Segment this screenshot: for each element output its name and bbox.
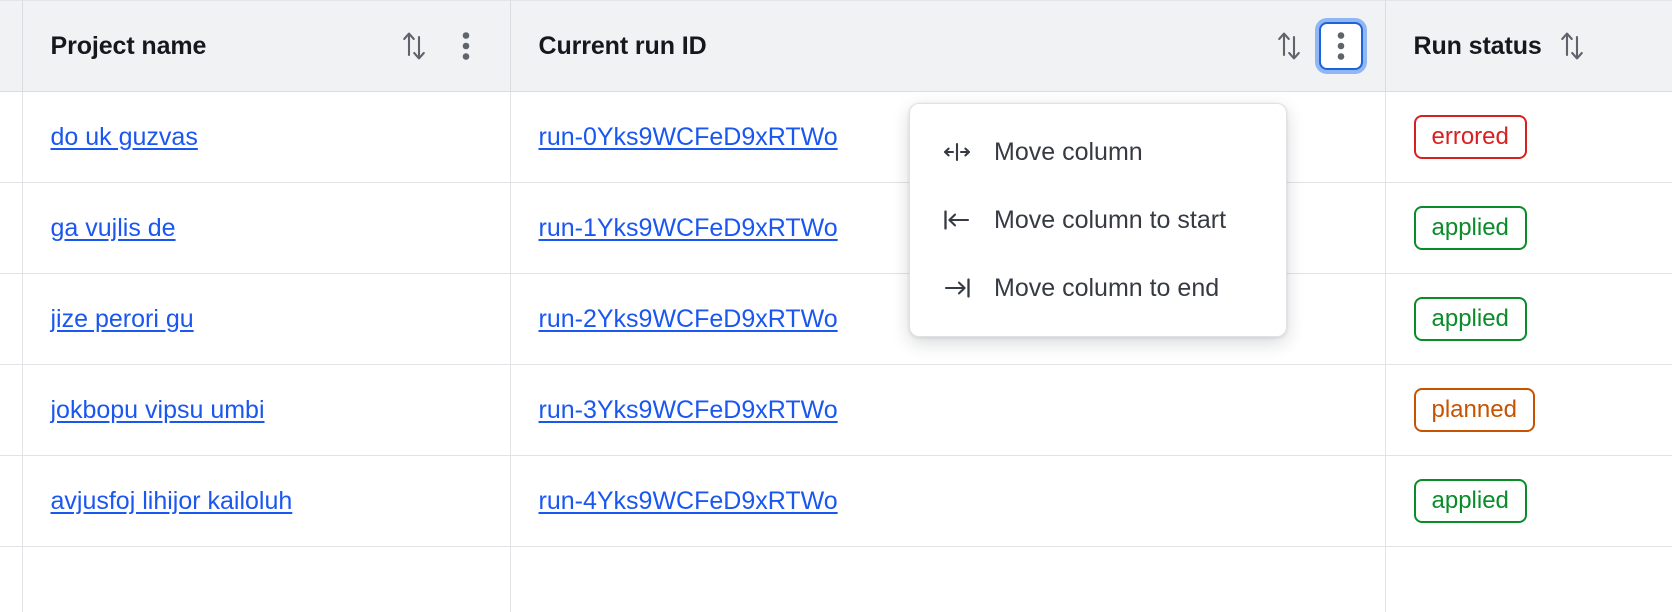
- project-name-link[interactable]: jize perori gu: [50, 304, 194, 333]
- table-row: jize perori gu run-2Yks9WCFeD9xRTWo appl…: [0, 273, 1672, 365]
- menu-item-label: Move column to end: [994, 273, 1220, 302]
- column-context-menu: Move column Move column to start Mov: [909, 103, 1287, 337]
- column-header-run-status[interactable]: Run status: [1385, 0, 1672, 92]
- table-row: jokbopu vipsu umbi run-3Yks9WCFeD9xRTWo …: [0, 364, 1672, 456]
- project-name-cell: ga vujlis de: [22, 182, 511, 274]
- run-status-cell: applied: [1385, 455, 1672, 547]
- run-status-cell: applied: [1385, 182, 1672, 274]
- table-row-partial: [0, 546, 1672, 612]
- sort-updown-icon: [402, 32, 425, 60]
- table-body: do uk guzvas run-0Yks9WCFeD9xRTWo errore…: [0, 91, 1672, 612]
- project-name-cell: avjusfoj lihijor kailoluh: [22, 455, 511, 547]
- row-gutter-cell: [0, 91, 23, 183]
- move-to-start-icon: [942, 205, 972, 235]
- column-header-label-project-name: Project name: [50, 31, 207, 60]
- table-header: Project name: [0, 0, 1672, 92]
- row-gutter-cell: [0, 273, 23, 365]
- column-header-label-run-status: Run status: [1413, 31, 1542, 60]
- row-gutter-cell: [0, 546, 23, 612]
- table-row: avjusfoj lihijor kailoluh run-4Yks9WCFeD…: [0, 455, 1672, 547]
- sort-updown-icon-run-status[interactable]: [1552, 24, 1592, 68]
- sort-updown-icon-current-run-id[interactable]: [1269, 24, 1309, 68]
- run-status-cell: errored: [1385, 91, 1672, 183]
- column-menu-button-project-name[interactable]: [444, 22, 488, 70]
- sort-updown-icon: [1560, 32, 1583, 60]
- project-name-link[interactable]: do uk guzvas: [50, 122, 198, 151]
- project-name-link[interactable]: avjusfoj lihijor kailoluh: [50, 486, 293, 515]
- project-name-link[interactable]: ga vujlis de: [50, 213, 176, 242]
- status-badge: applied: [1413, 206, 1527, 250]
- move-column-horizontal-icon: [942, 137, 972, 167]
- row-gutter-cell: [0, 364, 23, 456]
- menu-item-label: Move column to start: [994, 205, 1227, 234]
- run-id-cell: run-3Yks9WCFeD9xRTWo: [510, 364, 1386, 456]
- row-gutter-header: [0, 0, 23, 92]
- run-id-link[interactable]: run-0Yks9WCFeD9xRTWo: [538, 122, 838, 151]
- column-header-project-name[interactable]: Project name: [22, 0, 511, 92]
- kebab-vertical-icon: [462, 32, 469, 60]
- column-header-label-current-run-id: Current run ID: [538, 31, 707, 60]
- project-name-cell: [22, 546, 511, 612]
- status-badge: applied: [1413, 479, 1527, 523]
- menu-item-move-column-to-start[interactable]: Move column to start: [910, 186, 1286, 254]
- move-to-end-icon: [942, 273, 972, 303]
- run-status-cell: applied: [1385, 273, 1672, 365]
- project-name-link[interactable]: jokbopu vipsu umbi: [50, 395, 265, 424]
- sort-updown-icon: [1277, 32, 1300, 60]
- run-id-link[interactable]: run-4Yks9WCFeD9xRTWo: [538, 486, 838, 515]
- kebab-vertical-icon: [1337, 32, 1344, 60]
- table-row: do uk guzvas run-0Yks9WCFeD9xRTWo errore…: [0, 91, 1672, 183]
- column-header-current-run-id[interactable]: Current run ID: [510, 0, 1386, 92]
- run-id-link[interactable]: run-1Yks9WCFeD9xRTWo: [538, 213, 838, 242]
- run-id-link[interactable]: run-3Yks9WCFeD9xRTWo: [538, 395, 838, 424]
- sort-updown-icon-project-name[interactable]: [394, 24, 434, 68]
- status-badge: planned: [1413, 388, 1535, 432]
- run-status-cell: [1385, 546, 1672, 612]
- menu-item-move-column-to-end[interactable]: Move column to end: [910, 254, 1286, 322]
- run-id-cell: run-4Yks9WCFeD9xRTWo: [510, 455, 1386, 547]
- row-gutter-cell: [0, 455, 23, 547]
- run-id-cell: [510, 546, 1386, 612]
- run-id-link[interactable]: run-2Yks9WCFeD9xRTWo: [538, 304, 838, 333]
- table-header-row: Project name: [0, 0, 1672, 92]
- project-name-cell: jokbopu vipsu umbi: [22, 364, 511, 456]
- column-menu-button-current-run-id[interactable]: [1318, 22, 1363, 70]
- row-gutter-cell: [0, 182, 23, 274]
- menu-item-move-column[interactable]: Move column: [910, 118, 1286, 186]
- status-badge: errored: [1413, 115, 1527, 159]
- run-status-cell: planned: [1385, 364, 1672, 456]
- table-row: ga vujlis de run-1Yks9WCFeD9xRTWo applie…: [0, 182, 1672, 274]
- status-badge: applied: [1413, 297, 1527, 341]
- menu-item-label: Move column: [994, 137, 1143, 166]
- project-name-cell: jize perori gu: [22, 273, 511, 365]
- project-name-cell: do uk guzvas: [22, 91, 511, 183]
